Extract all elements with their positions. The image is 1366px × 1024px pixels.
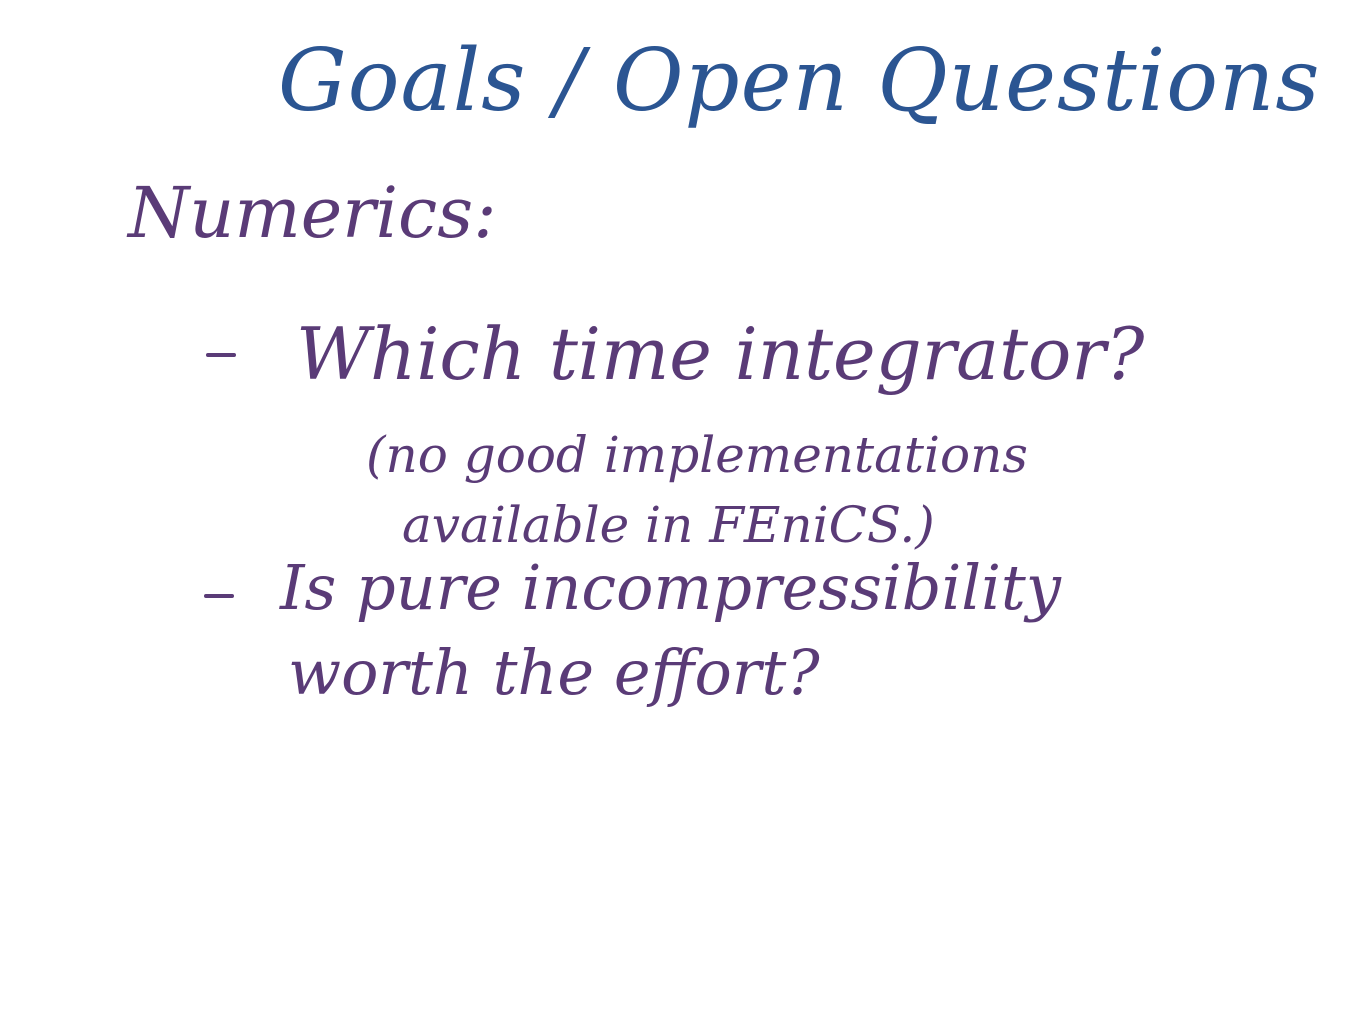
bullet-item-text: Which time integrator? bbox=[296, 312, 1145, 396]
bullet-item-note: (no good implementations bbox=[366, 426, 1028, 484]
bullet-dash bbox=[204, 594, 234, 598]
note-title: Goals / Open Questions bbox=[278, 31, 1321, 131]
bullet-item-text: Is pure incompressibility bbox=[280, 551, 1061, 624]
bullet-item-note: available in FEniCS.) bbox=[402, 496, 935, 554]
bullet-item-text: worth the effort? bbox=[288, 636, 820, 709]
section-heading: Numerics: bbox=[128, 172, 497, 254]
bullet-dash bbox=[206, 353, 236, 357]
